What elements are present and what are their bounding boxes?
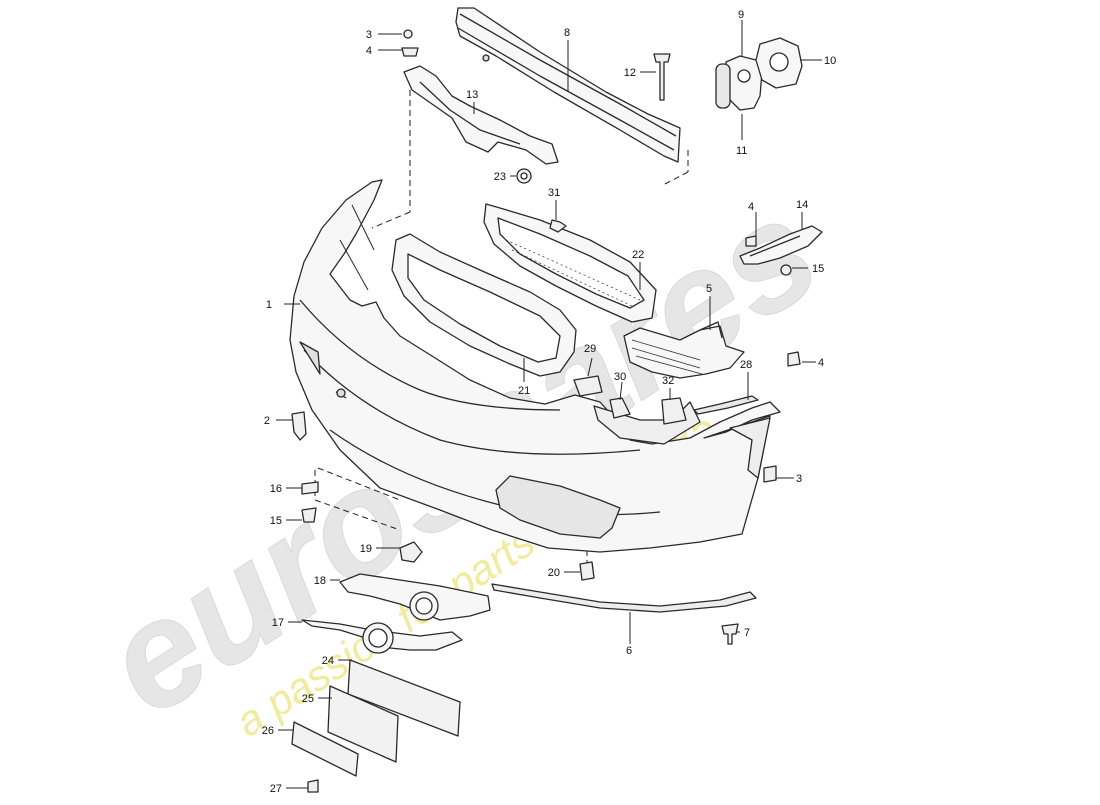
callout-8: 8 [564, 27, 570, 39]
screw-15-left [301, 507, 317, 523]
part-grille-upper [483, 203, 657, 323]
callout-18: 18 [314, 575, 326, 587]
cap-19 [399, 541, 423, 563]
callout-21: 21 [518, 385, 530, 397]
leader-lines [276, 20, 822, 789]
callout-2: 2 [264, 415, 270, 427]
rivet-7 [721, 623, 739, 645]
part-plate-24 [347, 659, 461, 737]
callout-6: 6 [626, 645, 632, 657]
callout-11: 11 [736, 145, 747, 157]
part-tow-bracket [715, 55, 763, 111]
callout-3-top: 3 [366, 29, 372, 41]
callout-19: 19 [360, 543, 372, 555]
callout-labels: 1 2 3 3 4 4 4 5 6 7 8 9 10 11 12 13 14 1… [262, 9, 837, 795]
part-plate-25 [327, 685, 399, 763]
part-lower-lip-strip [491, 583, 757, 613]
screw-31 [549, 219, 567, 233]
clip-29 [573, 375, 603, 397]
part-side-grille [623, 321, 745, 379]
part-plate-26 [291, 721, 359, 777]
callout-5: 5 [706, 283, 712, 295]
part-gasket [755, 37, 803, 89]
callout-31: 31 [548, 187, 560, 199]
bolt-12 [653, 53, 671, 101]
callout-13: 13 [466, 89, 478, 101]
callout-17: 17 [272, 617, 284, 629]
callout-15-left: 15 [270, 515, 282, 527]
callout-10: 10 [824, 55, 836, 67]
callout-30: 30 [614, 371, 626, 383]
callout-26: 26 [262, 725, 274, 737]
callout-4-right: 4 [748, 201, 754, 213]
plug-2 [291, 411, 307, 441]
callout-28: 28 [740, 359, 752, 371]
callout-14: 14 [796, 199, 808, 211]
callout-29: 29 [584, 343, 596, 355]
part-trim-panel-upper [339, 573, 491, 621]
callout-4-side: 4 [818, 357, 824, 369]
fasteners [291, 29, 801, 793]
clip-4-top [401, 47, 419, 57]
callout-27: 27 [270, 783, 282, 795]
clip-4-side [787, 351, 801, 367]
callout-9: 9 [738, 9, 744, 21]
callout-23: 23 [494, 171, 506, 183]
callout-25: 25 [302, 693, 314, 705]
callout-20: 20 [548, 567, 560, 579]
callout-4-top: 4 [366, 45, 372, 57]
part-bracket-left [403, 65, 559, 165]
clip-4-right [745, 235, 757, 247]
callout-3-side: 3 [796, 473, 802, 485]
callout-16: 16 [270, 483, 282, 495]
part-grille-frame [391, 233, 577, 377]
part-trim-strip [693, 395, 759, 415]
screw-27 [307, 779, 319, 793]
fastener-3-top [403, 29, 413, 39]
bracket-30 [609, 397, 631, 419]
part-trim-panel-lower [301, 619, 463, 654]
screw-15-right [780, 264, 792, 276]
callout-32: 32 [662, 375, 674, 387]
callout-7: 7 [744, 627, 750, 639]
clip-16 [301, 481, 319, 495]
parts [289, 7, 823, 793]
callout-12: 12 [624, 67, 636, 79]
bracket-32 [661, 397, 687, 425]
callout-22: 22 [632, 249, 644, 261]
callout-24: 24 [322, 655, 334, 667]
part-bumper-cover [289, 179, 781, 553]
callout-1: 1 [266, 299, 272, 311]
part-bracket-right [739, 225, 823, 265]
clip-20 [579, 561, 595, 581]
screw-3-side [763, 465, 777, 483]
callout-15-right: 15 [812, 263, 824, 275]
